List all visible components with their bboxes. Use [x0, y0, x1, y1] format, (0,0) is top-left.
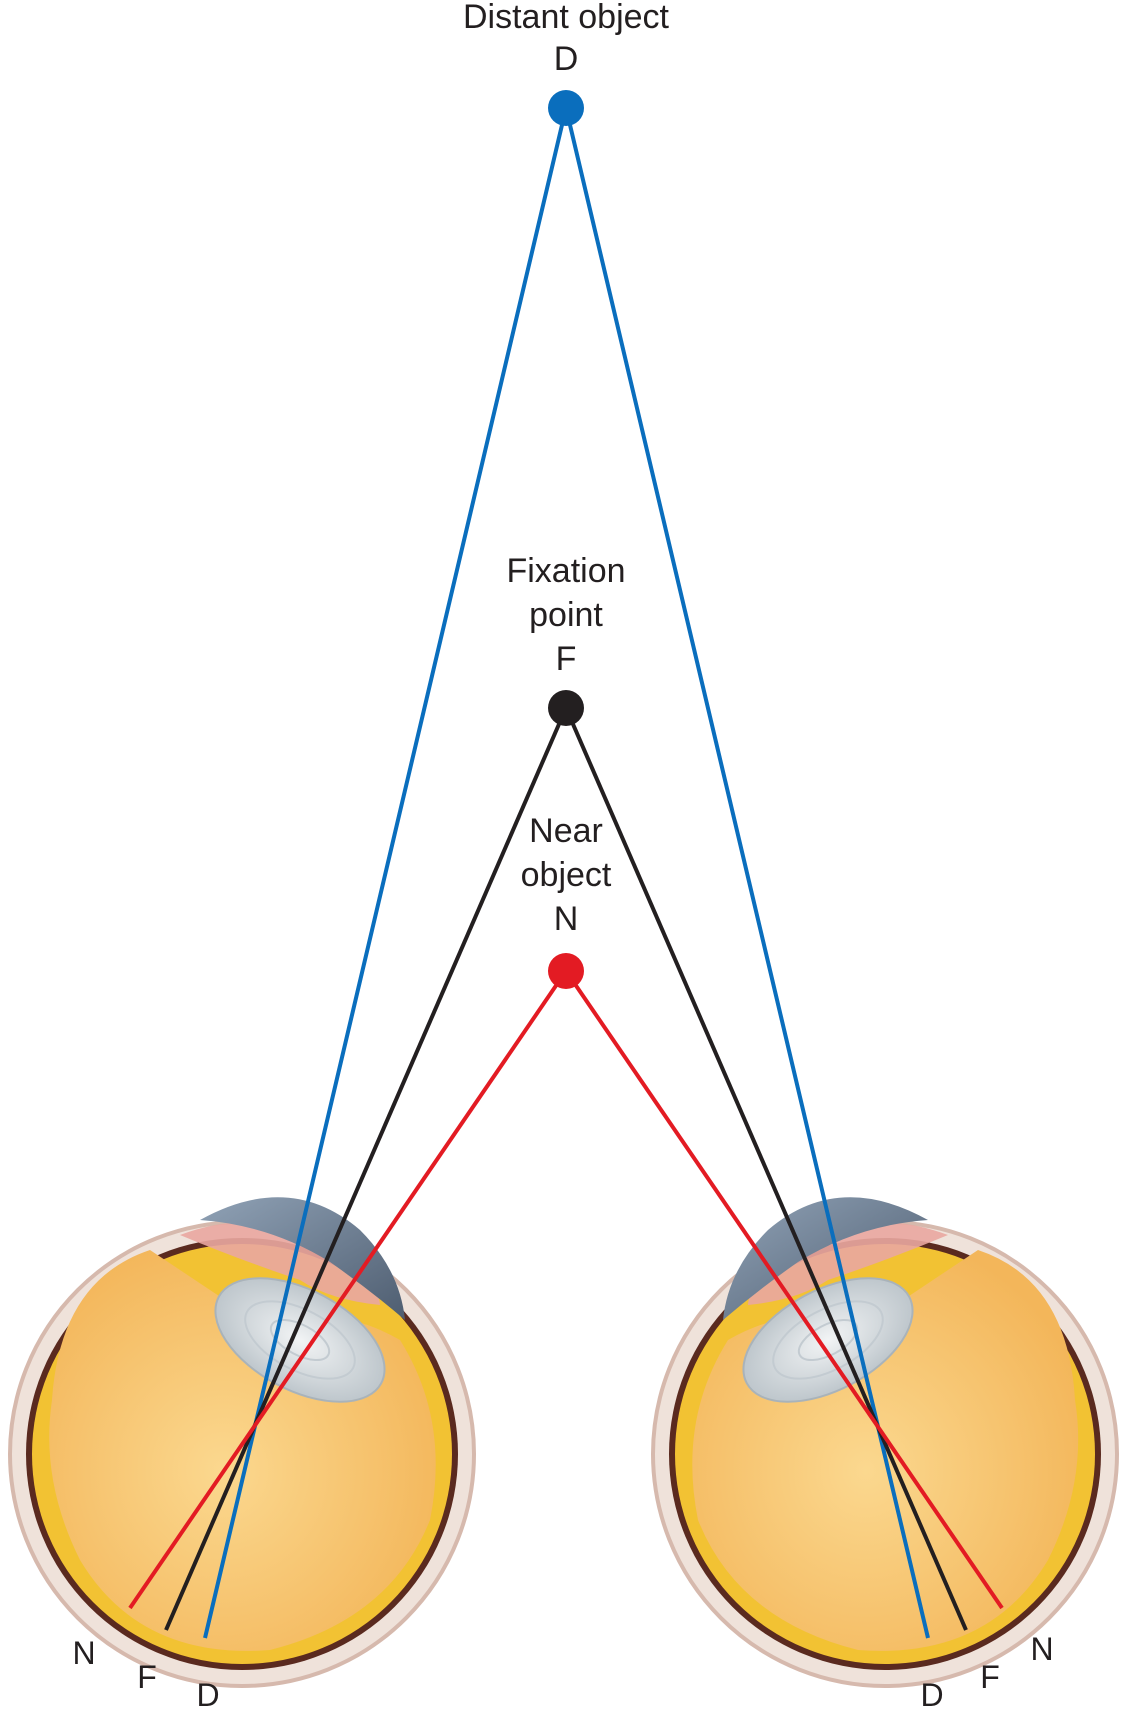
fixation-label-line1: Fixation — [506, 552, 625, 590]
left-ciliary-body — [180, 1222, 380, 1305]
near-ray-right — [564, 969, 1004, 1610]
near-letter: N — [554, 900, 579, 938]
right-cornea — [723, 1197, 928, 1320]
fixation-letter: F — [556, 640, 577, 678]
fixation-ray-left — [164, 707, 568, 1631]
near-label-line1: Near — [529, 812, 603, 850]
distant-object-label: Distant object — [463, 0, 670, 36]
near-object-dot — [548, 953, 584, 989]
fixation-ray-right — [564, 707, 968, 1631]
right-lens-core — [797, 1318, 859, 1362]
fixation-label-line2: point — [529, 596, 603, 634]
right-retina-label-distant: D — [920, 1677, 943, 1713]
distant-object-dot — [548, 90, 584, 126]
near-ray-left — [128, 969, 568, 1610]
left-lens-core — [269, 1318, 331, 1362]
right-lens-ring — [772, 1300, 884, 1380]
near-label-line2: object — [521, 856, 612, 894]
right-ciliary-body — [748, 1222, 948, 1305]
fixation-point-dot — [548, 690, 584, 726]
light-rays — [128, 107, 1004, 1639]
left-retina-label-distant: D — [196, 1677, 219, 1713]
right-lens — [742, 1277, 914, 1403]
left-cornea — [200, 1197, 405, 1320]
left-lens-ring — [244, 1300, 356, 1380]
left-retina-label-fixation: F — [137, 1659, 157, 1695]
distant-object-letter: D — [554, 40, 579, 78]
distant-ray-right — [564, 107, 930, 1639]
left-retina-label-near: N — [72, 1635, 95, 1671]
left-lens — [214, 1277, 386, 1403]
right-retina-label-fixation: F — [980, 1659, 1000, 1695]
right-retina-label-near: N — [1030, 1631, 1053, 1667]
distant-ray-left — [203, 107, 568, 1639]
